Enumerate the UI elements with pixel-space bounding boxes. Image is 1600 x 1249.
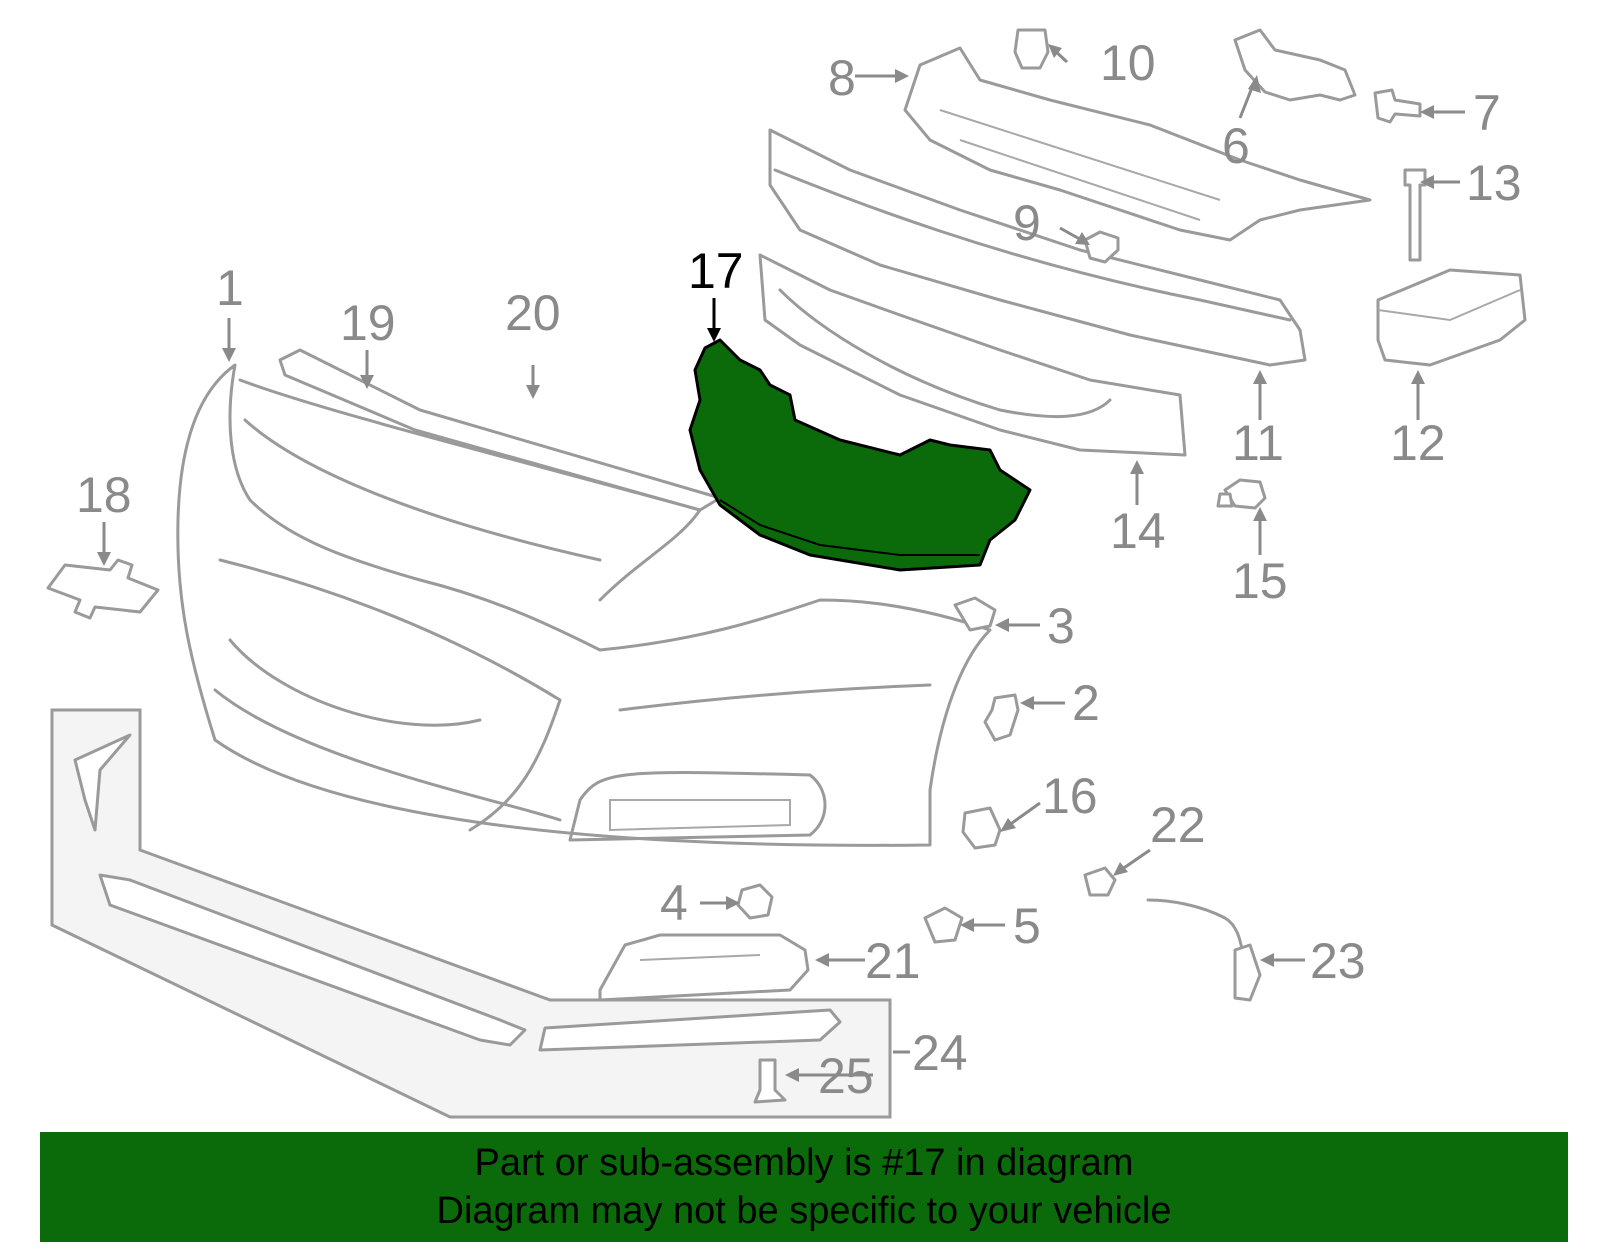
part-5-nut: [923, 906, 964, 944]
callout-9: 9: [1013, 195, 1041, 251]
part-1-bumper-cover: [176, 363, 992, 847]
callout-17: 17: [688, 243, 744, 299]
part-21-fog-bezel: [598, 933, 810, 1002]
part-14-energy-absorber: [758, 253, 1187, 457]
part-13-bolt: [1403, 168, 1427, 262]
part-11-impact-bar: [768, 128, 1307, 367]
callout-11: 11: [1232, 415, 1284, 471]
part-3-clip: [953, 596, 997, 632]
part-19-grille-molding: [278, 348, 722, 512]
callout-7: 7: [1473, 85, 1501, 141]
callout-8: 8: [828, 50, 856, 106]
part-16-block: [961, 806, 1002, 850]
part-8-grille-support: [903, 46, 1372, 242]
callout-20: 20: [505, 285, 561, 341]
part-7-fastener: [1373, 88, 1422, 124]
callout-18: 18: [76, 467, 132, 523]
banner-line-1: Part or sub-assembly is #17 in diagram: [474, 1142, 1134, 1184]
part-17-bracket-highlighted: [688, 338, 1032, 572]
arrowheads: [97, 44, 1434, 1082]
part-9-clip: [1083, 230, 1120, 264]
callout-3: 3: [1047, 598, 1075, 654]
callout-4: 4: [660, 875, 688, 931]
callout-23: 23: [1310, 933, 1366, 989]
info-banner: Part or sub-assembly is #17 in diagram D…: [40, 1132, 1568, 1242]
callout-19: 19: [340, 295, 396, 351]
callout-12: 12: [1390, 415, 1446, 471]
part-12-bracket: [1376, 268, 1527, 367]
callout-13: 13: [1466, 155, 1522, 211]
part-10-grommet: [1013, 28, 1050, 70]
parts-diagram: 1 2 3 4 5 6 7 8 9 10 11 12 13 14 15 16 1…: [46, 28, 1527, 1119]
part-4-fastener: [736, 883, 774, 920]
part-22-connector: [1083, 866, 1117, 897]
callout-16: 16: [1042, 768, 1098, 824]
callout-25: 25: [818, 1048, 874, 1104]
callout-21: 21: [865, 933, 921, 989]
callout-24: 24: [912, 1025, 968, 1081]
part-23-harness: [1146, 898, 1262, 1002]
callout-15: 15: [1232, 553, 1288, 609]
part-6-bracket: [1233, 28, 1357, 102]
callout-1: 1: [216, 260, 244, 316]
part-18-emblem: [46, 558, 160, 620]
part-24-kit-outline: [50, 708, 892, 1119]
part-15-bolt: [1216, 478, 1267, 510]
callout-5: 5: [1013, 898, 1041, 954]
callout-14: 14: [1110, 503, 1166, 559]
part-2-clip: [983, 693, 1020, 742]
callout-22: 22: [1150, 797, 1206, 853]
callout-10: 10: [1100, 35, 1156, 91]
callout-2: 2: [1072, 675, 1100, 731]
banner-line-2: Diagram may not be specific to your vehi…: [436, 1190, 1172, 1232]
callout-6: 6: [1222, 118, 1250, 174]
